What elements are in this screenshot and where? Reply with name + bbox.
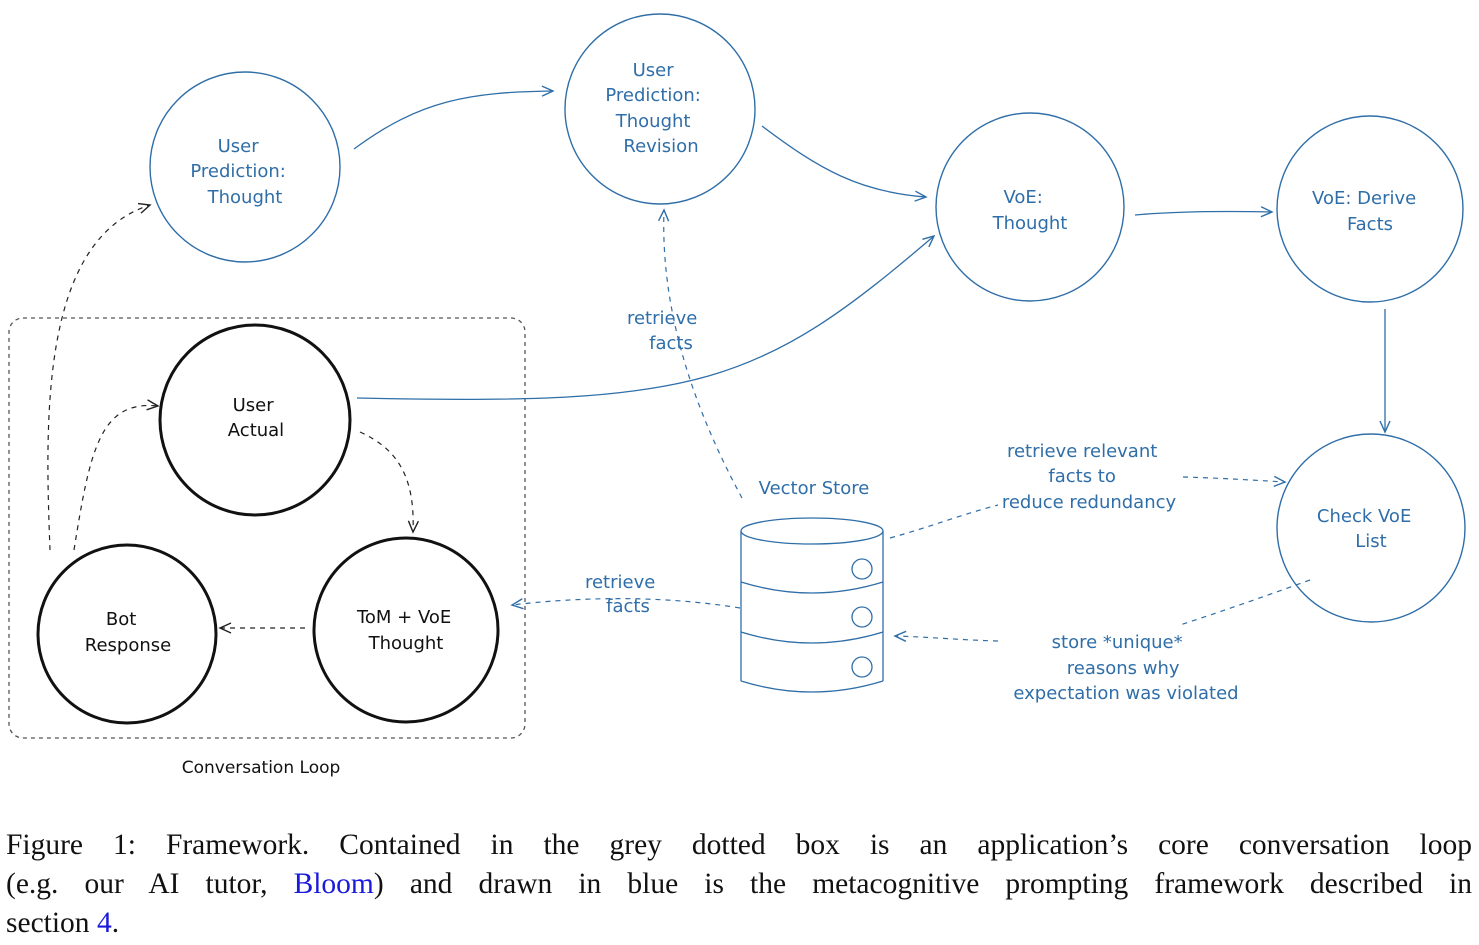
node-user-prediction-thought: [149, 71, 341, 263]
node-bot-response: [36, 543, 218, 725]
caption-line-3-pre: section: [6, 907, 97, 939]
caption-line-2-post: ) and drawn in blue is the metacognitive…: [373, 868, 1472, 900]
arrow-revision-to-voe-thought: [761, 125, 928, 202]
conversation-loop-box: [8, 317, 526, 739]
label-check-voe-list: Check VoE List: [1317, 506, 1417, 552]
label-store-unique: store *unique* reasons why expectation w…: [1013, 632, 1238, 704]
arrow-voe-thought-to-derive: [1134, 206, 1274, 218]
node-tom-voe-thought: [312, 536, 500, 724]
caption-line-3-post: .: [111, 907, 120, 939]
arrow-relevant-label-to-check: [1182, 475, 1287, 488]
caption-line-2-pre: (e.g. our AI tutor,: [6, 868, 294, 900]
label-vector-store: Vector Store: [759, 478, 870, 499]
line-vector-to-relevant-label: [889, 504, 999, 539]
framework-diagram: User Prediction: Thought User Prediction…: [8, 13, 1466, 778]
node-user-prediction-revision: [564, 13, 756, 205]
label-voe-derive-facts: VoE: Derive Facts: [1312, 188, 1422, 235]
label-user-prediction-revision: User Prediction: Thought Revision: [605, 60, 706, 157]
label-user-prediction-thought: User Prediction: Thought: [190, 136, 291, 208]
caption-line-1: Figure 1: Framework. Contained in the gr…: [6, 829, 1472, 861]
label-retrieve-facts-top: retrieve facts: [627, 308, 703, 354]
arrow-store-label-to-vector: [893, 630, 999, 642]
arrow-bot-to-user-actual: [73, 399, 160, 551]
bloom-link[interactable]: Bloom: [293, 868, 374, 900]
node-user-actual: [158, 323, 352, 517]
arrow-user-actual-to-voe-thought: [356, 234, 936, 401]
label-bot-response: Bot Response: [85, 609, 171, 656]
arrow-vector-to-tom: [510, 598, 741, 610]
figure-caption: Figure 1: Framework. Contained in the gr…: [6, 826, 1472, 943]
caption-line-3: section 4.: [6, 904, 1472, 943]
section-4-link[interactable]: 4: [96, 907, 112, 939]
arrow-bot-to-prediction: [47, 202, 152, 551]
node-voe-derive-facts: [1276, 115, 1464, 303]
label-user-actual: User Actual: [228, 395, 284, 441]
label-voe-thought: VoE: Thought: [992, 187, 1068, 234]
label-retrieve-relevant: retrieve relevant facts to reduce redund…: [1002, 441, 1177, 513]
arrow-prediction-to-revision: [353, 85, 555, 150]
node-check-voe-list: [1276, 433, 1466, 623]
label-conversation-loop: Conversation Loop: [182, 758, 341, 778]
label-tom-voe-thought: ToM + VoE Thought: [356, 607, 457, 654]
arrow-vector-to-revision: [657, 208, 743, 499]
vector-store-icon: [740, 517, 884, 693]
caption-line-2: (e.g. our AI tutor, Bloom) and drawn in …: [6, 865, 1472, 904]
line-check-to-store-label: [1179, 579, 1311, 626]
label-retrieve-facts-left: retrieve facts: [585, 572, 661, 617]
arrow-user-actual-to-tom: [359, 431, 420, 534]
node-voe-thought: [935, 112, 1125, 302]
